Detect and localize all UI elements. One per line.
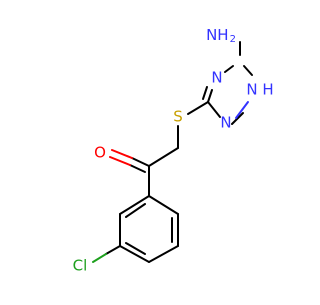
bond — [125, 203, 146, 218]
chlorine-bond — [92, 245, 121, 263]
sulfur-label: S — [173, 108, 183, 126]
carbonyl-bond — [109, 149, 150, 173]
chlorine-label: Cl — [73, 257, 88, 275]
molecule-diagram: NH2 N N H N S O Cl — [73, 26, 274, 275]
triazole-nh-n-label: N — [246, 81, 257, 99]
bond — [109, 156, 131, 166]
amine-nh2-label: NH2 — [206, 26, 236, 46]
bond — [148, 195, 179, 215]
nn-bond — [235, 101, 249, 119]
atom-labels: NH2 N N H N S O Cl — [73, 26, 274, 275]
bond — [231, 112, 244, 125]
triazole-nh-h-label: H — [262, 81, 273, 99]
bond — [207, 101, 221, 118]
bond — [92, 253, 107, 263]
bond — [111, 149, 133, 159]
bond — [202, 86, 208, 100]
bond — [148, 147, 179, 167]
bond — [235, 101, 249, 119]
bond — [243, 65, 253, 76]
triazole-n-top-label: N — [211, 69, 222, 87]
bond — [148, 245, 179, 263]
bond — [119, 195, 150, 215]
bond — [105, 245, 121, 255]
triazole-n-bottom-label: N — [220, 114, 231, 132]
bond — [131, 157, 150, 167]
bond — [207, 89, 213, 103]
bond — [224, 65, 234, 73]
oxygen-label: O — [94, 144, 106, 162]
structure-svg: NH2 N N H N S O Cl — [73, 26, 274, 275]
bond — [125, 242, 146, 255]
bond — [187, 101, 209, 115]
bond — [129, 164, 146, 173]
bonds — [119, 41, 253, 263]
bond — [119, 245, 150, 263]
